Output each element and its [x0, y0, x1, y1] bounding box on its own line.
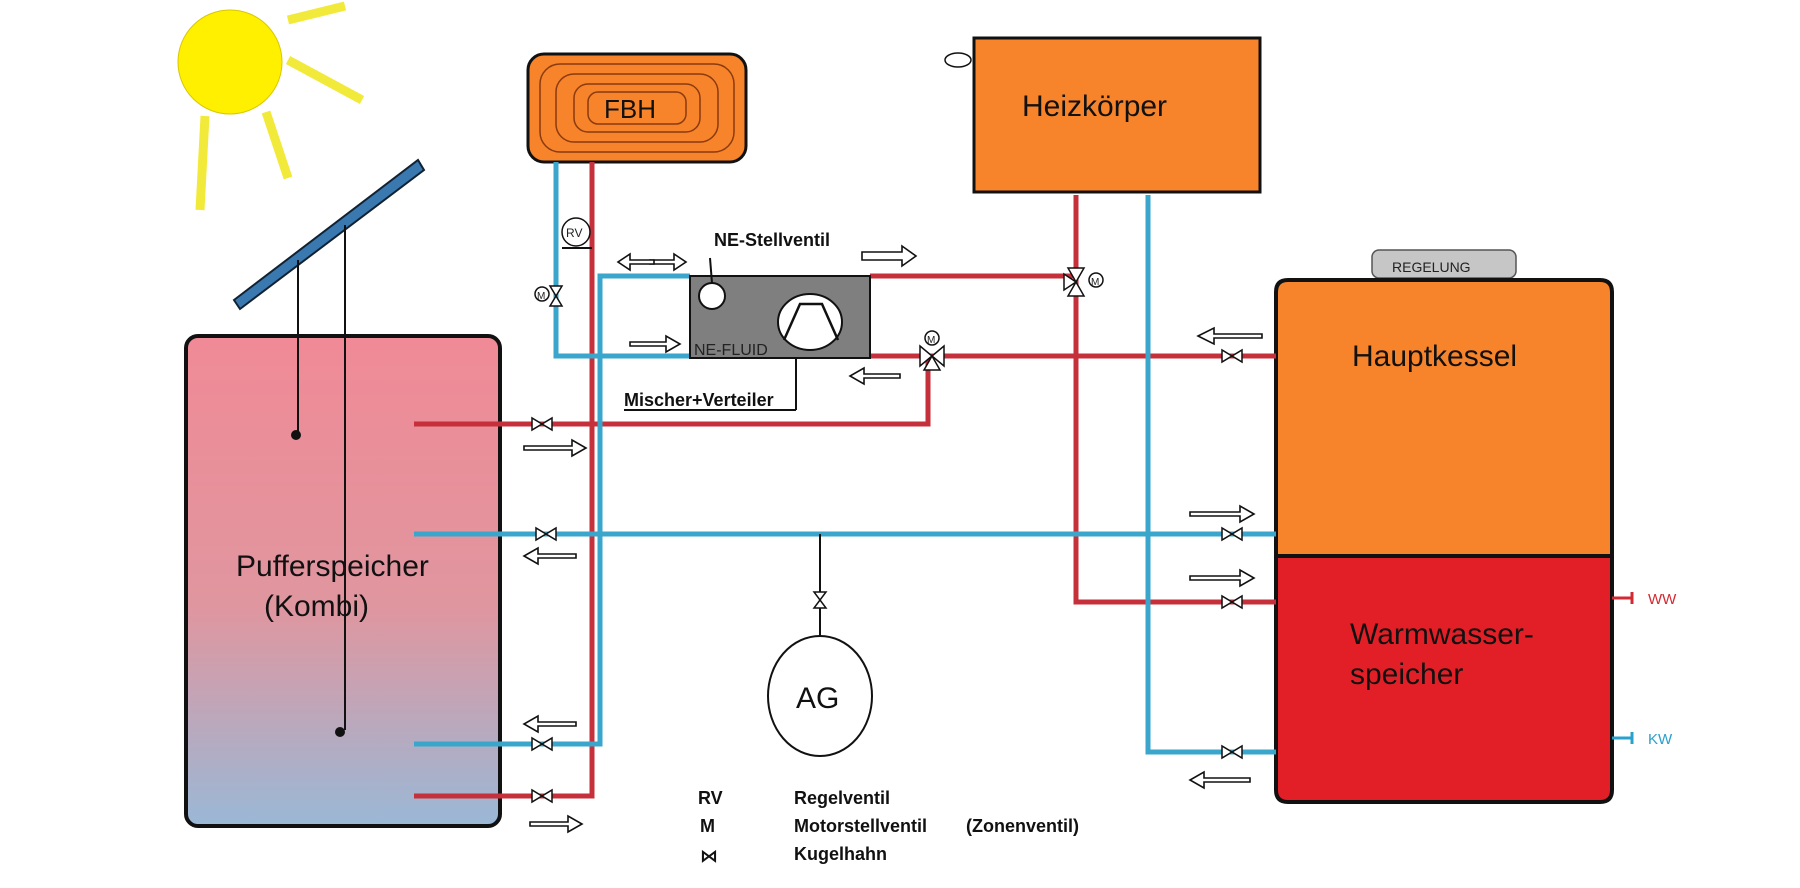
- pump-icon: [777, 293, 843, 351]
- hot-pipes: [414, 162, 1276, 799]
- buffer-tank: Pufferspeicher (Kombi): [184, 334, 502, 828]
- legend-symbol-3: ⋈: [700, 846, 718, 866]
- expansion-vessel: AG: [767, 534, 873, 757]
- legend-text-2: Motorstellventil: [794, 816, 927, 836]
- kw-label: KW: [1648, 731, 1673, 748]
- hot-water-tank: Warmwasser- speicher: [1274, 554, 1614, 804]
- mixer-label: Mischer+Verteiler: [624, 390, 774, 410]
- ww-label: WW: [1648, 591, 1677, 608]
- ne-stellventil-label: NE-Stellventil: [714, 230, 830, 250]
- rv-label: RV: [566, 226, 582, 240]
- motor-valve-radiator: M: [1063, 267, 1104, 297]
- legend-text-1: Regelventil: [794, 788, 890, 808]
- flow-arrows: [522, 244, 1263, 834]
- ball-valves: [531, 348, 1243, 804]
- kw-inlet: KW: [1612, 731, 1673, 748]
- svg-text:M: M: [537, 291, 545, 302]
- controller-unit: REGELUNG: [1371, 249, 1517, 279]
- controller-label: REGELUNG: [1392, 259, 1471, 275]
- legend-text-3: Kugelhahn: [794, 844, 887, 864]
- legend: RV Regelventil M Motorstellventil (Zonen…: [698, 788, 1079, 866]
- ne-valve-icon: [698, 282, 726, 310]
- floor-heating-unit: FBH: [526, 52, 748, 164]
- ww-outlet: WW: [1612, 591, 1677, 608]
- buffer-label-line1: Pufferspeicher: [236, 550, 429, 583]
- ne-fluid-label: NE-FLUID: [694, 342, 768, 359]
- fbh-label: FBH: [604, 94, 656, 124]
- radiator-label: Heizkörper: [1022, 90, 1167, 123]
- main-boiler-label: Hauptkessel: [1352, 340, 1517, 373]
- legend-extra-2: (Zonenventil): [966, 816, 1079, 836]
- sun-icon: [177, 1, 365, 211]
- radiator-unit: Heizkörper: [944, 36, 1262, 194]
- legend-symbol-1: RV: [698, 788, 723, 808]
- motor-valve-mixer: M: [919, 330, 945, 371]
- vent-icon: [944, 52, 972, 68]
- hot-water-label-line2: speicher: [1350, 658, 1463, 691]
- ag-label: AG: [796, 682, 839, 715]
- legend-symbol-2: M: [700, 816, 715, 836]
- svg-text:M: M: [927, 335, 935, 346]
- motor-valve-fbh: M: [534, 285, 564, 307]
- control-valve-icon: RV: [561, 217, 592, 249]
- mixer-distributor: NE-FLUID: [689, 275, 871, 359]
- main-boiler: Hauptkessel: [1274, 278, 1614, 558]
- hot-water-label-line1: Warmwasser-: [1350, 618, 1534, 651]
- svg-text:M: M: [1091, 277, 1099, 288]
- buffer-label-line2: (Kombi): [264, 590, 369, 623]
